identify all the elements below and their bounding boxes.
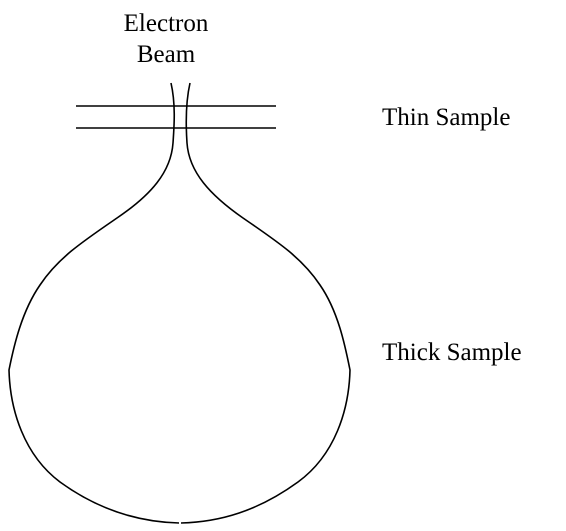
- thin-sample-label: Thin Sample: [382, 105, 510, 130]
- interaction-volume-right-outline: [181, 83, 350, 523]
- thick-sample-label: Thick Sample: [382, 340, 522, 365]
- electron-beam-label-line1: Electron: [101, 8, 231, 39]
- electron-beam-label: Electron Beam: [101, 8, 231, 70]
- interaction-volume-left-outline: [9, 83, 179, 523]
- electron-beam-label-line2: Beam: [101, 39, 231, 70]
